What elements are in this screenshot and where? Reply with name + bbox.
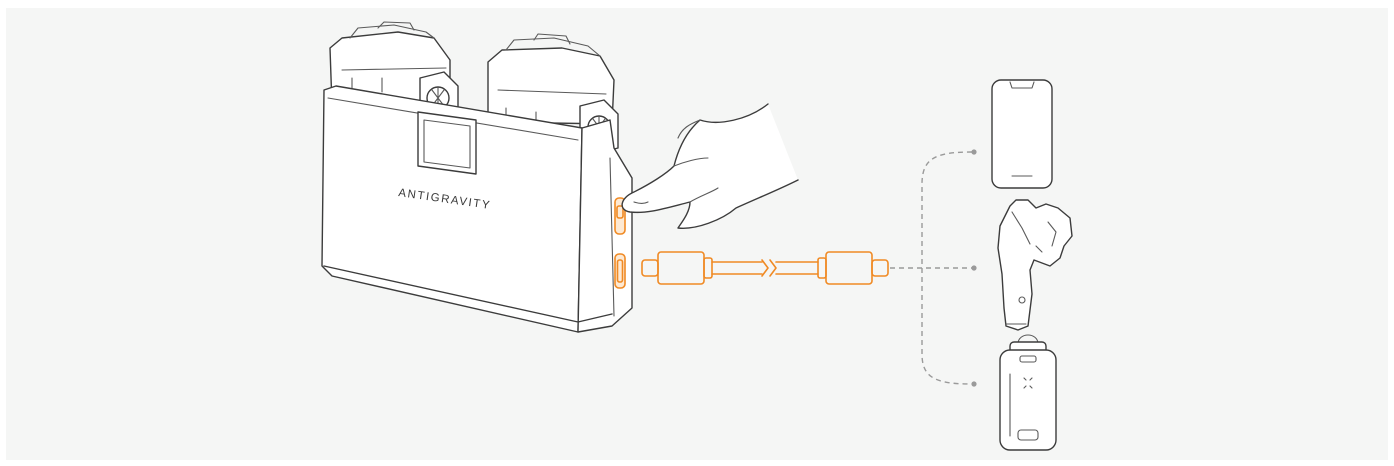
remote-key-icon bbox=[1000, 335, 1056, 450]
charging-hub-icon: ANTIGRAVITY bbox=[322, 22, 632, 332]
usb-c-port bbox=[615, 254, 625, 288]
usb-c-cable-icon bbox=[642, 252, 888, 284]
diagram-canvas: ANTIGRAVITY bbox=[6, 8, 1388, 460]
motion-controller-icon bbox=[998, 200, 1072, 330]
connection-diagram: ANTIGRAVITY bbox=[6, 8, 1388, 460]
connection-lines bbox=[890, 149, 977, 386]
smartphone-icon bbox=[992, 80, 1052, 188]
pointing-hand-icon bbox=[622, 104, 798, 228]
